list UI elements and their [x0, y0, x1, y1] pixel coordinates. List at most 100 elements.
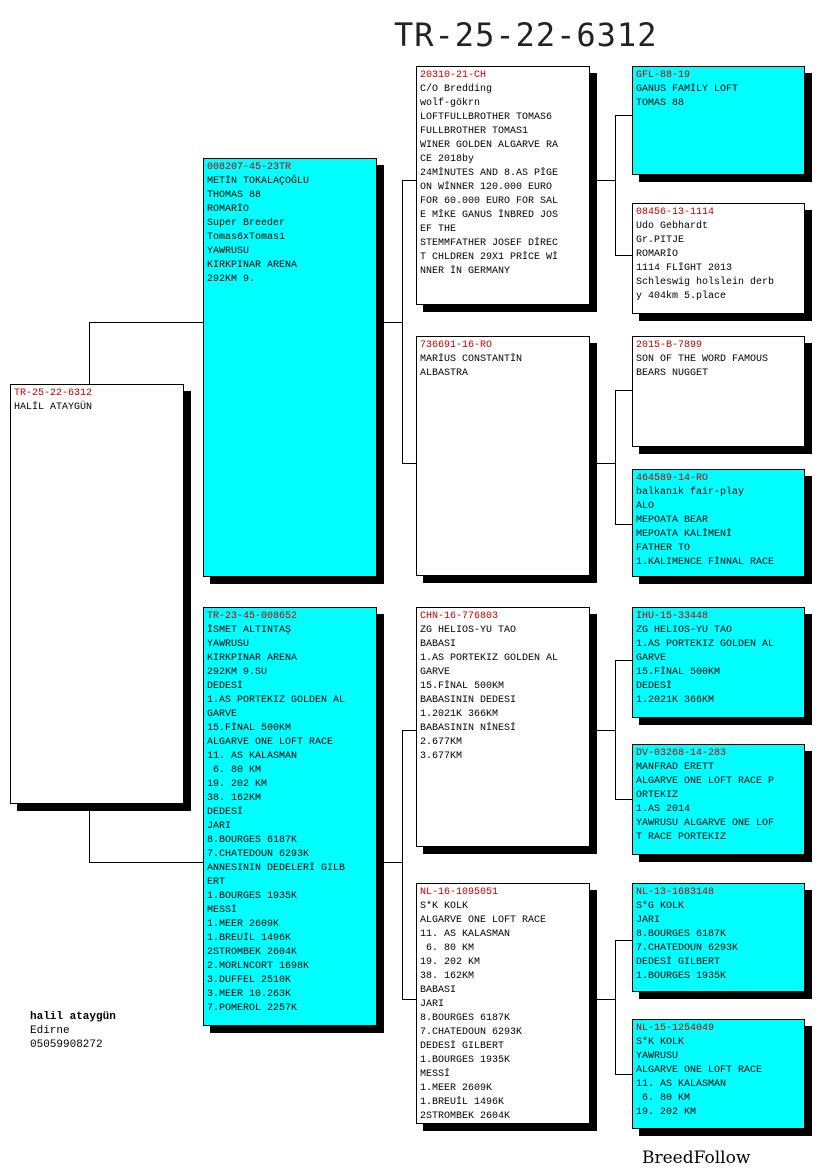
ring-number: GFL-88-19: [636, 70, 691, 81]
pigeon-info-line: ALO: [636, 501, 655, 512]
pigeon-info-line: S*K KOLK: [636, 1037, 685, 1048]
pigeon-info-line: 2.MORLNCORT 1698K: [207, 961, 310, 972]
connector: [597, 730, 615, 731]
connector: [615, 660, 616, 800]
pigeon-info-line: EF THE: [420, 224, 457, 235]
ring-number: TR-25-22-6312: [14, 388, 93, 399]
pigeon-info-line: 15.FİNAL 500KM: [636, 667, 721, 678]
pigeon-info-line: 1.BOURGES 1935K: [420, 1055, 511, 1066]
owner-phone: 05059908272: [30, 1039, 103, 1051]
pigeon-info-line: DEDESİ: [207, 807, 244, 818]
pigeon-info-line: 6. 80 KM: [207, 765, 262, 776]
pigeon-info-line: Schleswig holslein derb: [636, 277, 775, 288]
pigeon-info-line: GARVE: [636, 653, 667, 664]
pigeon-info-line: 11. AS KALASMAN: [420, 929, 511, 940]
pigeon-info-line: FATHER TO: [636, 543, 691, 554]
connector: [402, 180, 403, 464]
pigeon-info-line: 1.AS PORTEKIZ GOLDEN AL: [636, 639, 775, 650]
connector: [615, 255, 633, 256]
connector: [615, 524, 633, 525]
ring-number: 736691-16-RO: [420, 340, 493, 351]
pigeon-info-line: JARI: [207, 821, 232, 832]
pigeon-info-line: 19. 202 KM: [420, 957, 481, 968]
pigeon-info-line: THOMAS 88: [207, 190, 262, 201]
connector: [615, 799, 633, 800]
pigeon-info-line: CE 2018by: [420, 154, 475, 165]
brand-logo: BreedFollow: [642, 1148, 751, 1168]
pigeon-info-line: STEMMFATHER JOSEF DİREC: [420, 238, 559, 249]
pigeon-info-line: 1.AS PORTEKIZ GOLDEN AL: [207, 695, 346, 706]
pigeon-info-line: 292KM 9.: [207, 274, 256, 285]
pigeon-info-line: balkanık fair-play: [636, 487, 745, 498]
pigeon-info-line: KIRKPINAR ARENA: [207, 260, 298, 271]
pigeon-info-line: 1.2021K 366KM: [636, 695, 715, 706]
pigeon-info-line: GARVE: [420, 667, 451, 678]
pigeon-info-line: YAWRUSU: [207, 246, 250, 257]
pigeon-info-line: 1.AS PORTEKIZ GOLDEN AL: [420, 653, 559, 664]
pedigree-title: TR-25-22-6312: [394, 16, 658, 54]
connector: [384, 322, 402, 323]
pigeon-info-line: C/O Bredding: [420, 84, 493, 95]
pigeon-info-line: Super Breeder: [207, 218, 286, 229]
connector: [402, 180, 417, 181]
pigeon-info-line: BABASI: [420, 639, 457, 650]
pigeon-info-line: YAWRUSU ALGARVE ONE LOF: [636, 818, 775, 829]
pigeon-info-line: 1.KALIMENCE FİNNAL RACE: [636, 557, 775, 568]
ring-number: DV-03268-14-283: [636, 748, 727, 759]
connector: [402, 463, 417, 464]
pigeon-info-line: 7.CHATEDOUN 6293K: [420, 1027, 523, 1038]
pigeon-info-line: 19. 202 KM: [207, 779, 268, 790]
pigeon-info-line: ALBASTRA: [420, 368, 469, 379]
pigeon-info-line: 7.POMEROL 2257K: [207, 1003, 298, 1014]
pigeon-info-line: y 404km 5.place: [636, 291, 727, 302]
connector: [89, 804, 90, 863]
pigeon-info-line: 1.MEER 2609K: [420, 1083, 493, 1094]
connector: [615, 1074, 633, 1075]
connector: [89, 862, 204, 863]
pigeon-info-line: 2.677KM: [420, 737, 463, 748]
pigeon-info-line: ROMARİO: [636, 249, 679, 260]
connector: [615, 660, 633, 661]
pigeon-info-line: TOMAS 88: [636, 98, 685, 109]
pigeon-info-line: BEARS NUGGET: [636, 368, 709, 379]
pigeon-info-line: 1.BOURGES 1935K: [636, 971, 727, 982]
pigeon-info-line: MEPOATA KALİMENİ: [636, 529, 733, 540]
pigeon-info-line: GARVE: [207, 709, 238, 720]
ring-number: TR-23-45-008652: [207, 611, 298, 622]
pigeon-info-line: 8.BOURGES 6187K: [420, 1013, 511, 1024]
pigeon-info-line: GANUS FAMİLY LOFT: [636, 84, 739, 95]
pigeon-info-line: 1.BREUİL 1496K: [207, 933, 292, 944]
pigeon-info-line: MEPOATA BEAR: [636, 515, 709, 526]
pigeon-info-line: 8.BOURGES 6187K: [636, 929, 727, 940]
pigeon-info-line: SON OF THE WORD FAMOUS: [636, 354, 769, 365]
pigeon-info-line: 1.AS 2014: [636, 804, 691, 815]
pigeon-info-line: 1.MEER 2609K: [207, 919, 280, 930]
pigeon-info-line: ALGARVE ONE LOFT RACE: [420, 915, 547, 926]
owner-info: halil ataygün Edirne 05059908272: [30, 1010, 116, 1052]
pigeon-info-line: İSMET ALTINTAŞ: [207, 625, 292, 636]
pigeon-info-line: 3.DUFFEL 2510K: [207, 975, 292, 986]
pigeon-info-line: 2STROMBEK 2604K: [420, 1111, 511, 1122]
pigeon-info-line: 15.FİNAL 500KM: [420, 681, 505, 692]
pigeon-info-line: 1114 FLİGHT 2013: [636, 263, 733, 274]
pigeon-info-line: ANNESININ DEDELERİ GILB: [207, 863, 346, 874]
ring-number: IHU-15-33448: [636, 611, 709, 622]
owner-city: Edirne: [30, 1025, 70, 1037]
pigeon-info-line: 8.BOURGES 6187K: [207, 835, 298, 846]
pigeon-info-line: DEDESİ GILBERT: [636, 957, 721, 968]
pigeon-info-line: MARİUS CONSTANTİN: [420, 354, 523, 365]
ring-number: CHN-16-776803: [420, 611, 499, 622]
pigeon-info-line: HALİL ATAYGÜN: [14, 402, 93, 413]
pigeon-info-line: DEDESİ: [207, 681, 244, 692]
connector: [615, 940, 633, 941]
pigeon-info-line: 1.BOURGES 1935K: [207, 891, 298, 902]
pigeon-info-line: 11. AS KALASMAN: [207, 751, 298, 762]
ring-number: 08456-13-1114: [636, 207, 715, 218]
